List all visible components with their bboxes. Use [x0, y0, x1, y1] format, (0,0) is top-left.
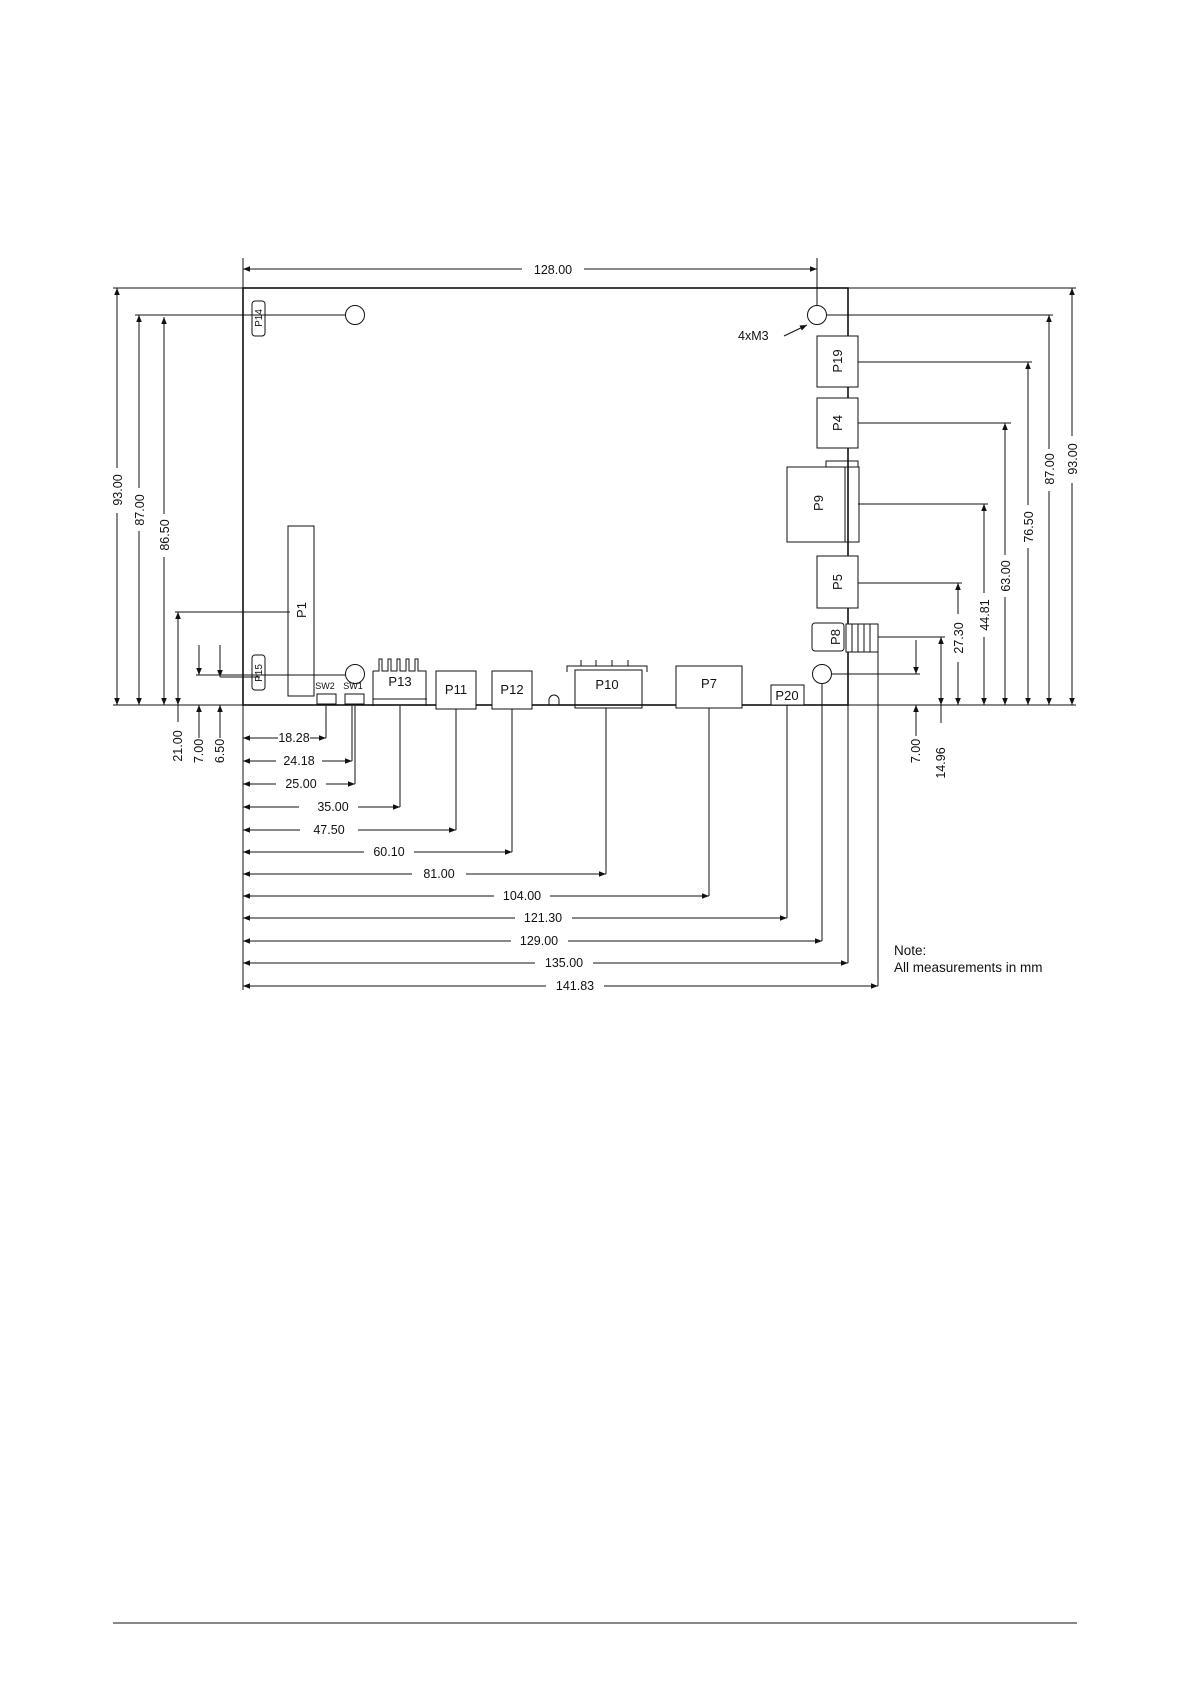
p19-label: P19	[830, 349, 845, 372]
p15-label: P15	[254, 664, 265, 682]
bottom-dim-47-5: 47.50	[313, 823, 344, 837]
p4-label: P4	[830, 415, 845, 431]
p9-label: P9	[811, 495, 826, 511]
mount-holes	[346, 306, 832, 684]
note-title: Note:	[894, 942, 1043, 959]
mount-holes-leader	[784, 325, 807, 336]
left-dim-93: 93.00	[111, 474, 125, 505]
mount-holes-label: 4xM3	[738, 329, 769, 343]
mount-hole-bottom-right	[813, 665, 832, 684]
board-notch	[549, 695, 559, 705]
right-dim-44-81: 44.81	[978, 599, 992, 630]
sw2-label: SW2	[315, 681, 335, 691]
measurement-note: Note: All measurements in mm	[894, 942, 1043, 976]
bottom-dim-81: 81.00	[423, 867, 454, 881]
p13-label: P13	[388, 674, 411, 689]
p10-label: P10	[595, 677, 618, 692]
connectors	[252, 301, 878, 709]
p14-label: P14	[254, 309, 265, 327]
p5-label: P5	[830, 574, 845, 590]
right-dim-27-3: 27.30	[952, 622, 966, 653]
bottom-dim-135: 135.00	[545, 956, 583, 970]
top-dimension	[243, 258, 817, 306]
top-dimension-label: 128.00	[534, 263, 572, 277]
bottom-dim-104: 104.00	[503, 889, 541, 903]
mount-hole-top-left	[346, 306, 365, 325]
left-dim-86-5: 86.50	[158, 519, 172, 550]
right-dimensions	[827, 288, 1076, 736]
left-dimension-labels: 93.00 87.00 86.50 21.00 7.00 6.50	[111, 474, 227, 763]
right-dim-93: 93.00	[1066, 443, 1080, 474]
p11-label: P11	[445, 682, 467, 697]
bottom-dim-18-28: 18.28	[278, 731, 309, 745]
bottom-dimension-labels: 18.28 24.18 25.00 35.00 47.50 60.10 81.0…	[278, 731, 594, 993]
right-dimension-labels: 93.00 87.00 76.50 63.00 44.81 27.30 14.9…	[909, 443, 1080, 778]
p7-label: P7	[701, 676, 717, 691]
left-dim-87: 87.00	[133, 494, 147, 525]
bottom-dim-25: 25.00	[285, 777, 316, 791]
connector-labels: P14 P15 P1 SW2 SW1 P13 P11 P12 P10 P7 P2…	[254, 309, 845, 703]
bottom-dim-141-83: 141.83	[556, 979, 594, 993]
left-dim-6-5: 6.50	[213, 739, 227, 763]
p12-label: P12	[500, 682, 523, 697]
bottom-dim-121-3: 121.30	[524, 911, 562, 925]
bottom-dim-24-18: 24.18	[283, 754, 314, 768]
right-dim-76-5: 76.50	[1022, 511, 1036, 542]
left-dim-7: 7.00	[192, 739, 206, 763]
left-dim-21: 21.00	[171, 730, 185, 761]
sw1-label: SW1	[343, 681, 363, 691]
left-dimensions	[113, 288, 345, 738]
right-dim-14-96: 14.96	[934, 747, 948, 778]
sw2-switch	[317, 694, 336, 704]
right-dim-87: 87.00	[1043, 453, 1057, 484]
p1-label: P1	[294, 602, 309, 618]
bottom-dim-60-1: 60.10	[373, 845, 404, 859]
board-outline	[243, 288, 848, 705]
mount-hole-top-right	[808, 306, 827, 325]
note-text: All measurements in mm	[894, 959, 1043, 976]
bottom-dim-35: 35.00	[317, 800, 348, 814]
right-dim-63: 63.00	[999, 560, 1013, 591]
p8-sma-body	[846, 624, 878, 652]
right-dim-7: 7.00	[909, 739, 923, 763]
p20-label: P20	[775, 688, 798, 703]
bottom-dim-129: 129.00	[520, 934, 558, 948]
sw1-switch	[345, 694, 364, 704]
p8-label: P8	[828, 629, 843, 645]
